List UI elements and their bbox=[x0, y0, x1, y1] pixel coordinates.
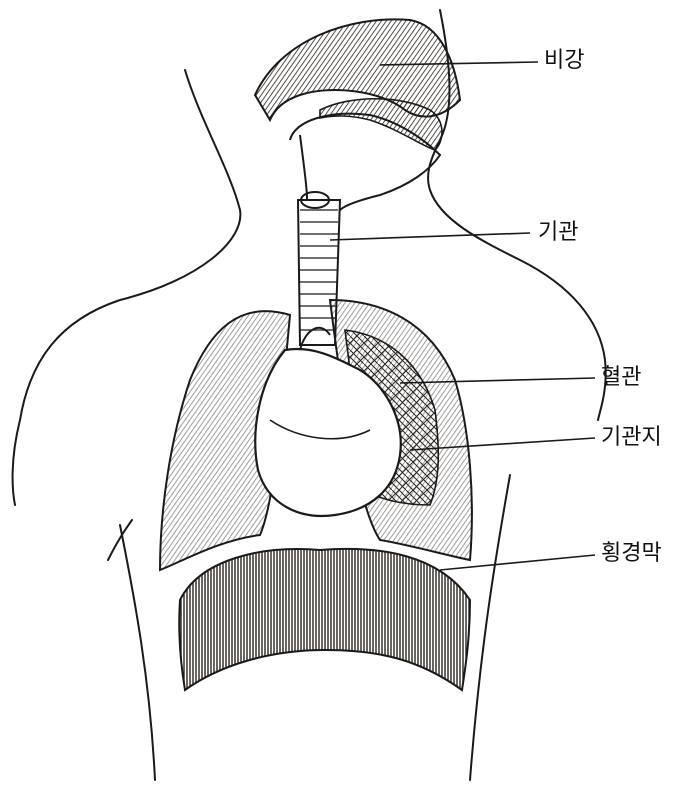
label-diaphragm: 횡경막 bbox=[601, 543, 662, 565]
leader-line-trachea bbox=[330, 233, 530, 240]
diaphragm-drawing bbox=[179, 549, 470, 690]
label-trachea: 기관 bbox=[538, 222, 578, 244]
label-bronchi: 기관지 bbox=[601, 427, 662, 449]
label-blood-vessel: 혈관 bbox=[601, 367, 641, 389]
label-nasal-cavity: 비강 bbox=[544, 50, 584, 72]
